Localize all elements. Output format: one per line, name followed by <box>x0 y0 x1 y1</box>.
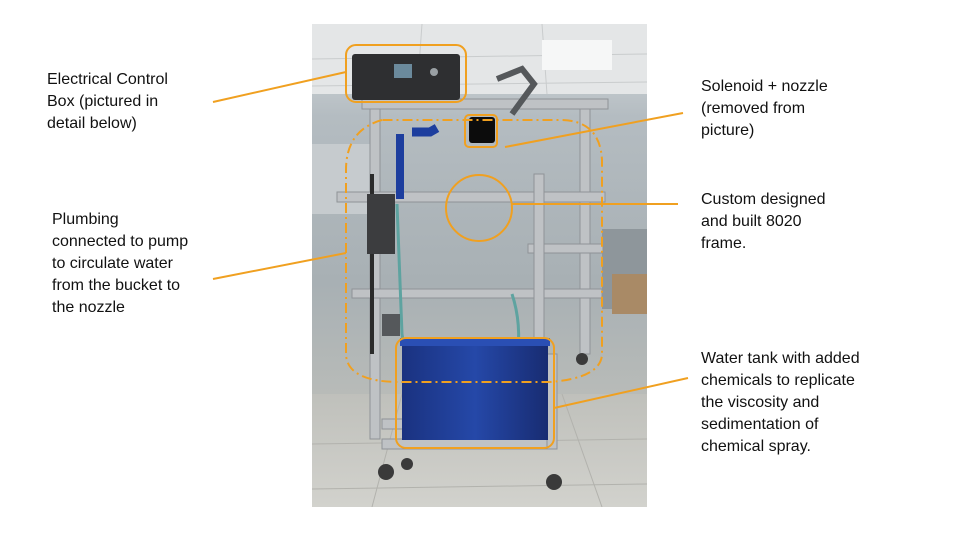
pump <box>367 194 395 254</box>
blue-pipe <box>412 124 440 137</box>
cardboard-box <box>612 274 647 314</box>
label-water-tank: Water tank with added chemicals to repli… <box>701 350 860 455</box>
left-counter <box>312 144 372 214</box>
water-tank <box>402 342 548 440</box>
label-electrical-control-box: Electrical Control Box (pictured in deta… <box>47 71 168 132</box>
ceiling-light <box>542 40 612 70</box>
label-solenoid-nozzle: Solenoid + nozzle (removed from picture) <box>701 78 828 139</box>
control-box-display <box>394 64 412 78</box>
nozzle-cover <box>469 117 495 143</box>
label-custom-frame: Custom designed and built 8020 frame. <box>701 191 826 252</box>
label-plumbing: Plumbing connected to pump to circulate … <box>52 211 189 316</box>
rig-photo <box>312 24 647 507</box>
